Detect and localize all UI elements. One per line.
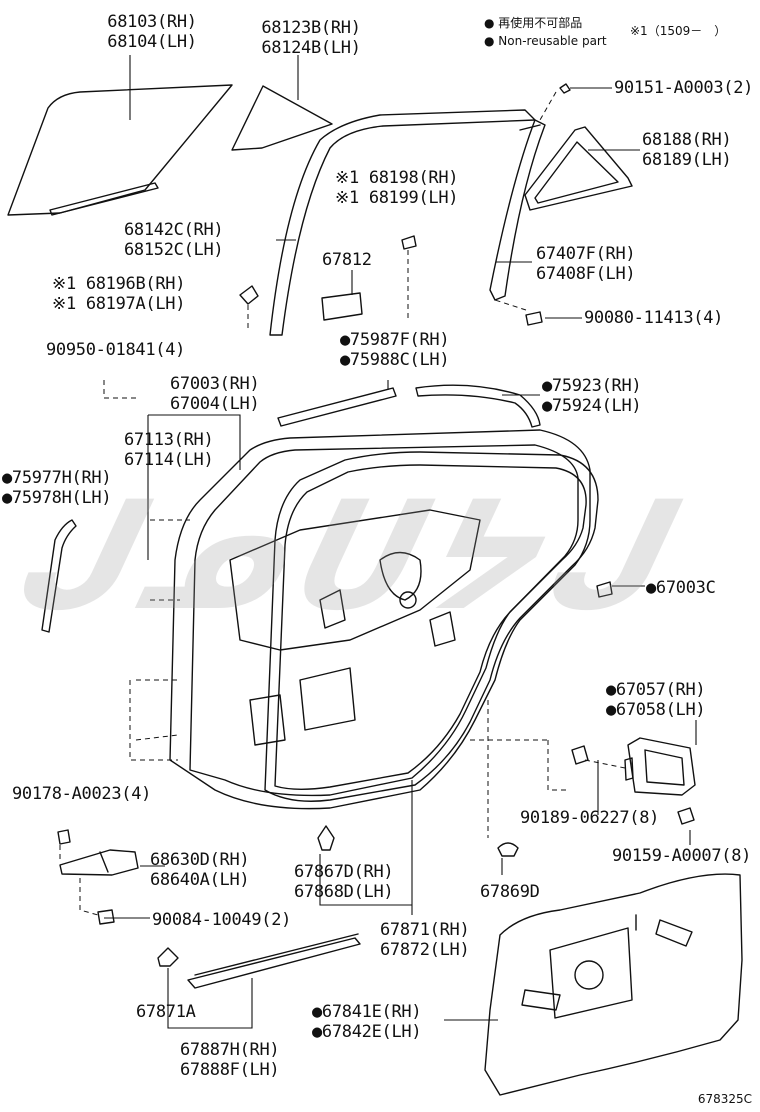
part-label-line: 67407F(RH) [536, 244, 636, 264]
part-label-run-67407[interactable]: 67407F(RH) 67408F(LH) [536, 244, 636, 284]
part-label-line: 68142C(RH) [124, 220, 224, 240]
part-label-clip-67869[interactable]: 67869D [480, 882, 540, 902]
part-label-line: 68630D(RH) [150, 850, 250, 870]
part-label-hinge-67057[interactable]: ●67057(RH) ●67058(LH) [606, 680, 706, 720]
part-label-line: ●67841E(RH) [312, 1002, 422, 1022]
part-label-line: ●75987F(RH) [340, 330, 450, 350]
part-label-clip-90151[interactable]: 90151-A0003(2) [614, 78, 753, 98]
service-hole-cover [484, 873, 743, 1096]
legend-non-reusable-jp: 再使用不可部品 [498, 16, 583, 30]
part-label-line: 90189-06227(8) [520, 808, 660, 828]
part-label-line: ●67058(LH) [606, 700, 706, 720]
part-label-ws-75987[interactable]: ●75987F(RH) ●75988C(LH) [340, 330, 450, 370]
door-check [59, 849, 139, 876]
part-label-film-67841[interactable]: ●67841E(RH) ●67842E(LH) [312, 1002, 422, 1042]
part-label-frame-67113[interactable]: 67113(RH) 67114(LH) [124, 430, 214, 470]
belt-weatherstrip-inner [277, 387, 397, 427]
part-label-line: 68103(RH) [107, 12, 197, 32]
part-label-ws-67887[interactable]: 67887H(RH) 67888F(LH) [180, 1040, 280, 1080]
part-label-ws-75923[interactable]: ●75923(RH) ●75924(LH) [542, 376, 642, 416]
part-label-line: 67867D(RH) [294, 862, 394, 882]
part-label-check-68630[interactable]: 68630D(RH) 68640A(LH) [150, 850, 250, 890]
part-label-clip-90950[interactable]: 90950-01841(4) [46, 340, 185, 360]
legend-non-reusable-en: Non-reusable part [498, 34, 607, 48]
part-label-line: 68123B(RH) [261, 18, 361, 38]
front-weatherstrip [41, 519, 77, 633]
part-label-run-68142[interactable]: 68142C(RH) 68152C(LH) [124, 220, 224, 260]
part-label-line: ●75924(LH) [542, 396, 642, 416]
division-bar [489, 119, 546, 301]
part-label-line: ●75988C(LH) [340, 350, 450, 370]
legend: ● 再使用不可部品 ● Non-reusable part [484, 16, 607, 48]
quarter-glass [231, 85, 333, 151]
part-label-line: 68104(LH) [107, 32, 197, 52]
part-label-line: ※1 68198(RH) [335, 168, 459, 188]
part-label-clip-67867[interactable]: 67867D(RH) 67868D(LH) [294, 862, 394, 902]
part-label-line: 90159-A0007(8) [612, 846, 752, 866]
glass-run [269, 109, 536, 336]
part-label-clip-68198[interactable]: ※1 68198(RH) ※1 68199(LH) [335, 168, 459, 208]
part-label-line: 68188(RH) [642, 130, 732, 150]
legend-note: ※1（1509－ ） [630, 22, 726, 40]
part-label-pad-67812[interactable]: 67812 [322, 250, 372, 270]
part-label-line: ※1 68197A(LH) [52, 294, 186, 314]
part-label-screw-90159[interactable]: 90159-A0007(8) [612, 846, 751, 866]
part-label-line: 68124B(LH) [261, 38, 361, 58]
part-label-line: 67871A [136, 1002, 196, 1022]
door-hinge [627, 737, 696, 796]
part-label-bolt-90080[interactable]: 90080-11413(4) [584, 308, 723, 328]
part-label-line: 67887H(RH) [180, 1040, 280, 1060]
part-label-line: 67004(LH) [170, 394, 260, 414]
part-label-line: 68640A(LH) [150, 870, 250, 890]
part-label-line: ※1 68199(LH) [335, 188, 459, 208]
legend-note-text: ※1（1509－ ） [630, 24, 727, 38]
part-label-line: 67003(RH) [170, 374, 260, 394]
part-label-line: 67408F(LH) [536, 264, 636, 284]
drawing-code: 678325C [697, 1092, 752, 1106]
part-label-line: 67113(RH) [124, 430, 214, 450]
part-label-line: 67114(LH) [124, 450, 214, 470]
part-label-line: 67871(RH) [380, 920, 470, 940]
rocker-weatherstrip [187, 937, 361, 989]
part-label-weatherstrip-68188[interactable]: 68188(RH) 68189(LH) [642, 130, 732, 170]
part-label-line: 90084-10049(2) [152, 910, 292, 930]
part-label-line: 90950-01841(4) [46, 340, 186, 360]
pad [321, 292, 363, 321]
part-label-line: ※1 68196B(RH) [52, 274, 186, 294]
quarter-weatherstrip [524, 126, 633, 211]
door-glass [7, 84, 233, 216]
part-label-line: ●67003C [646, 578, 716, 598]
part-label-line: 67812 [322, 250, 372, 270]
part-label-line: 67869D [480, 882, 540, 902]
part-label-line: ●67842E(LH) [312, 1022, 422, 1042]
part-label-line: ●75978H(LH) [2, 488, 112, 508]
part-label-line: 90080-11413(4) [584, 308, 724, 328]
part-label-ws-67871[interactable]: 67871(RH) 67872(LH) [380, 920, 470, 960]
part-label-clip-68196[interactable]: ※1 68196B(RH) ※1 68197A(LH) [52, 274, 185, 314]
part-label-ws-75977[interactable]: ●75977H(RH) ●75978H(LH) [2, 468, 112, 508]
part-label-line: ●75923(RH) [542, 376, 642, 396]
part-label-glass-quarter[interactable]: 68123B(RH) 68124B(LH) [261, 18, 361, 58]
part-label-bolt-90178[interactable]: 90178-A0023(4) [12, 784, 151, 804]
part-label-clip-67871a[interactable]: 67871A [136, 1002, 196, 1022]
part-label-line: 67888F(LH) [180, 1060, 280, 1080]
part-label-screw-90189[interactable]: 90189-06227(8) [520, 808, 659, 828]
part-label-line: 67872(LH) [380, 940, 470, 960]
part-label-line: ●75977H(RH) [2, 468, 112, 488]
part-label-line: ●67057(RH) [606, 680, 706, 700]
part-label-bolt-90084[interactable]: 90084-10049(2) [152, 910, 291, 930]
part-label-glass-front[interactable]: 68103(RH) 68104(LH) [107, 12, 197, 52]
part-label-plug-67003c[interactable]: ●67003C [646, 578, 716, 598]
rear-door [169, 429, 591, 810]
part-label-line: 68152C(LH) [124, 240, 224, 260]
part-label-line: 68189(LH) [642, 150, 732, 170]
door-weatherstrip [264, 451, 599, 802]
part-label-door-67003[interactable]: 67003(RH) 67004(LH) [170, 374, 260, 414]
part-label-line: 67868D(LH) [294, 882, 394, 902]
belt-weatherstrip-outer [415, 384, 541, 428]
part-label-line: 90178-A0023(4) [12, 784, 152, 804]
part-label-line: 90151-A0003(2) [614, 78, 754, 98]
